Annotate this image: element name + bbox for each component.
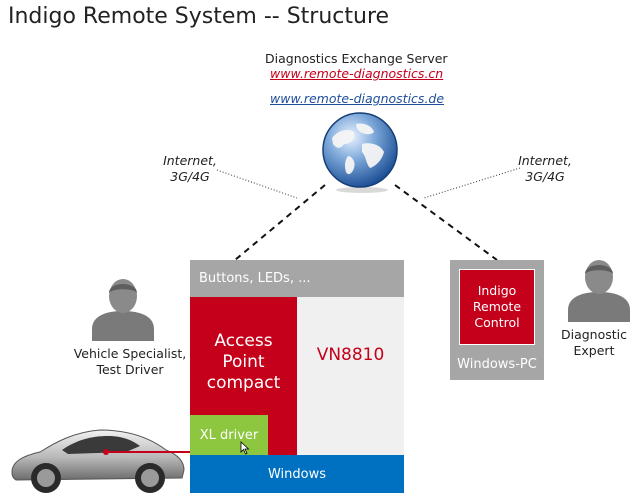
server-link-de[interactable]: www.remote-diagnostics.de bbox=[270, 91, 445, 106]
access-point-line2: Point bbox=[222, 352, 265, 372]
diagnostic-expert-line2: Expert bbox=[573, 343, 615, 358]
connection-left-line1: Internet, bbox=[163, 153, 217, 168]
server-link-cn[interactable]: www.remote-diagnostics.cn bbox=[270, 66, 444, 81]
indigo-line3: Control bbox=[474, 315, 520, 330]
indigo-line2: Remote bbox=[472, 299, 522, 314]
vehicle-specialist-line1: Vehicle Specialist, bbox=[73, 346, 187, 361]
connection-label-left: Internet, 3G/4G bbox=[150, 153, 230, 185]
access-point-line1: Access bbox=[214, 331, 273, 351]
vn8810-label: VN8810 bbox=[316, 345, 385, 365]
indigo-line1: Indigo bbox=[477, 283, 517, 298]
windows-bar: Windows bbox=[190, 455, 404, 493]
access-point-line3: compact bbox=[206, 373, 281, 393]
person-icon bbox=[92, 279, 154, 341]
connection-left-line2: 3G/4G bbox=[170, 169, 210, 184]
car-icon bbox=[11, 429, 190, 493]
xl-driver-box: XL driver bbox=[190, 415, 268, 455]
connection-right-line1: Internet, bbox=[518, 153, 572, 168]
server-name: Diagnostics Exchange Server bbox=[265, 51, 448, 66]
page-title: Indigo Remote System -- Structure bbox=[8, 4, 390, 29]
dashed-link-right bbox=[394, 184, 498, 261]
vehicle-specialist-label: Vehicle Specialist, Test Driver bbox=[40, 346, 220, 378]
connection-right-line2: 3G/4G bbox=[525, 169, 565, 184]
vehicle-specialist-line2: Test Driver bbox=[96, 362, 164, 377]
dotted-pointer-left bbox=[216, 169, 298, 199]
windows-pc-label: Windows-PC bbox=[457, 357, 537, 372]
buttons-leds-bar: Buttons, LEDs, ... bbox=[190, 260, 404, 297]
diagnostic-expert-line1: Diagnostic bbox=[560, 327, 628, 342]
dashed-link-left bbox=[234, 184, 326, 261]
indigo-remote-control-box: Indigo Remote Control bbox=[459, 269, 535, 345]
mouse-cursor-icon bbox=[240, 441, 250, 455]
diagnostic-expert-label: Diagnostic Expert bbox=[548, 327, 639, 359]
globe-icon bbox=[322, 112, 398, 193]
vn8810-panel bbox=[297, 297, 404, 455]
person-icon bbox=[568, 260, 630, 322]
connection-label-right: Internet, 3G/4G bbox=[505, 153, 585, 185]
